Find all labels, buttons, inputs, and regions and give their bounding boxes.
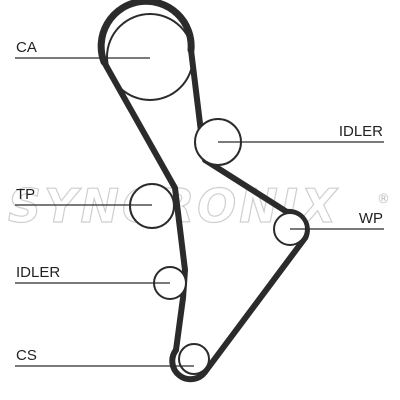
belt-crankshaft-wrap xyxy=(169,347,208,383)
component-labels: CA IDLER TP WP IDLER CS xyxy=(16,39,383,364)
camshaft-pulley xyxy=(106,13,194,101)
belt-left-span xyxy=(101,59,188,353)
label-lower-idler: IDLER xyxy=(16,264,60,281)
watermark-registered-mark: ® xyxy=(377,192,390,207)
belt-camshaft-wrap xyxy=(97,0,195,66)
label-tensioner: TP xyxy=(16,186,35,203)
label-crankshaft: CS xyxy=(16,347,37,364)
label-camshaft: CA xyxy=(16,39,37,56)
leader-lines xyxy=(15,57,384,367)
label-waterpump: WP xyxy=(359,210,383,227)
watermark: SYNCRONIX ® xyxy=(7,178,390,233)
tensioner-pulley xyxy=(129,183,175,229)
label-upper-idler: IDLER xyxy=(339,123,383,140)
crankshaft-pulley xyxy=(178,343,210,375)
belt-right-span-lower xyxy=(202,235,308,375)
